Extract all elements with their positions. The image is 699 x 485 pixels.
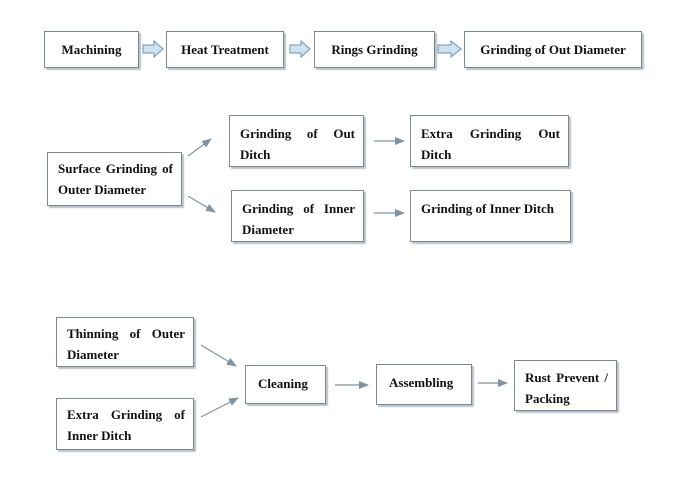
assembling-box: Assembling xyxy=(376,364,472,405)
grinding-inner-ditch-box: Grinding of Inner Ditch xyxy=(410,190,571,242)
machining-box: Machining xyxy=(44,31,139,68)
rust-prevent-packing-box: Rust Prevent / Packing xyxy=(514,360,617,411)
block-arrow-rings-to-outdiameter xyxy=(437,39,462,59)
heat-treatment-box: Heat Treatment xyxy=(166,31,284,68)
machining-label: Machining xyxy=(61,42,122,57)
rings-grinding-box: Rings Grinding xyxy=(314,31,435,68)
grinding-out-diameter-label: Grinding of Out Diameter xyxy=(480,42,626,57)
extra-grinding-inner-ditch-label: Extra Grinding of Inner Ditch xyxy=(67,407,185,443)
grinding-inner-ditch-label: Grinding of Inner Ditch xyxy=(421,201,555,216)
thinning-outer-diameter-label: Thinning of Outer Diameter xyxy=(67,326,185,362)
block-arrow-heat-to-rings xyxy=(289,39,311,59)
rust-prevent-packing-label: Rust Prevent / Packing xyxy=(525,370,608,406)
surface-grinding-label: Surface Grinding of Outer Diameter xyxy=(58,161,173,197)
grinding-out-diameter-box: Grinding of Out Diameter xyxy=(464,31,642,68)
extra-grinding-out-ditch-box: Extra Grinding Out Ditch xyxy=(410,115,569,167)
grinding-out-ditch-box: Grinding of Out Ditch xyxy=(229,115,364,167)
cleaning-box: Cleaning xyxy=(245,365,326,404)
thinning-outer-diameter-box: Thinning of Outer Diameter xyxy=(56,317,194,367)
arrow-surface-to-innerdiameter xyxy=(187,195,216,213)
grinding-inner-diameter-box: Grinding of Inner Diameter xyxy=(231,190,364,242)
grinding-out-ditch-label: Grinding of Out Ditch xyxy=(240,126,355,162)
cleaning-label: Cleaning xyxy=(258,376,308,391)
extra-grinding-inner-ditch-box: Extra Grinding of Inner Ditch xyxy=(56,398,194,450)
assembling-label: Assembling xyxy=(389,375,454,390)
heat-treatment-label: Heat Treatment xyxy=(181,42,269,57)
rings-grinding-label: Rings Grinding xyxy=(331,42,418,57)
block-arrow-machining-to-heat xyxy=(142,39,164,59)
arrow-surface-to-outditch xyxy=(187,138,212,157)
grinding-inner-diameter-label: Grinding of Inner Diameter xyxy=(242,201,355,237)
surface-grinding-box: Surface Grinding of Outer Diameter xyxy=(47,152,182,206)
extra-grinding-out-ditch-label: Extra Grinding Out Ditch xyxy=(421,126,560,162)
arrow-extra-to-cleaning xyxy=(200,397,239,418)
arrow-thinning-to-cleaning xyxy=(200,344,237,367)
